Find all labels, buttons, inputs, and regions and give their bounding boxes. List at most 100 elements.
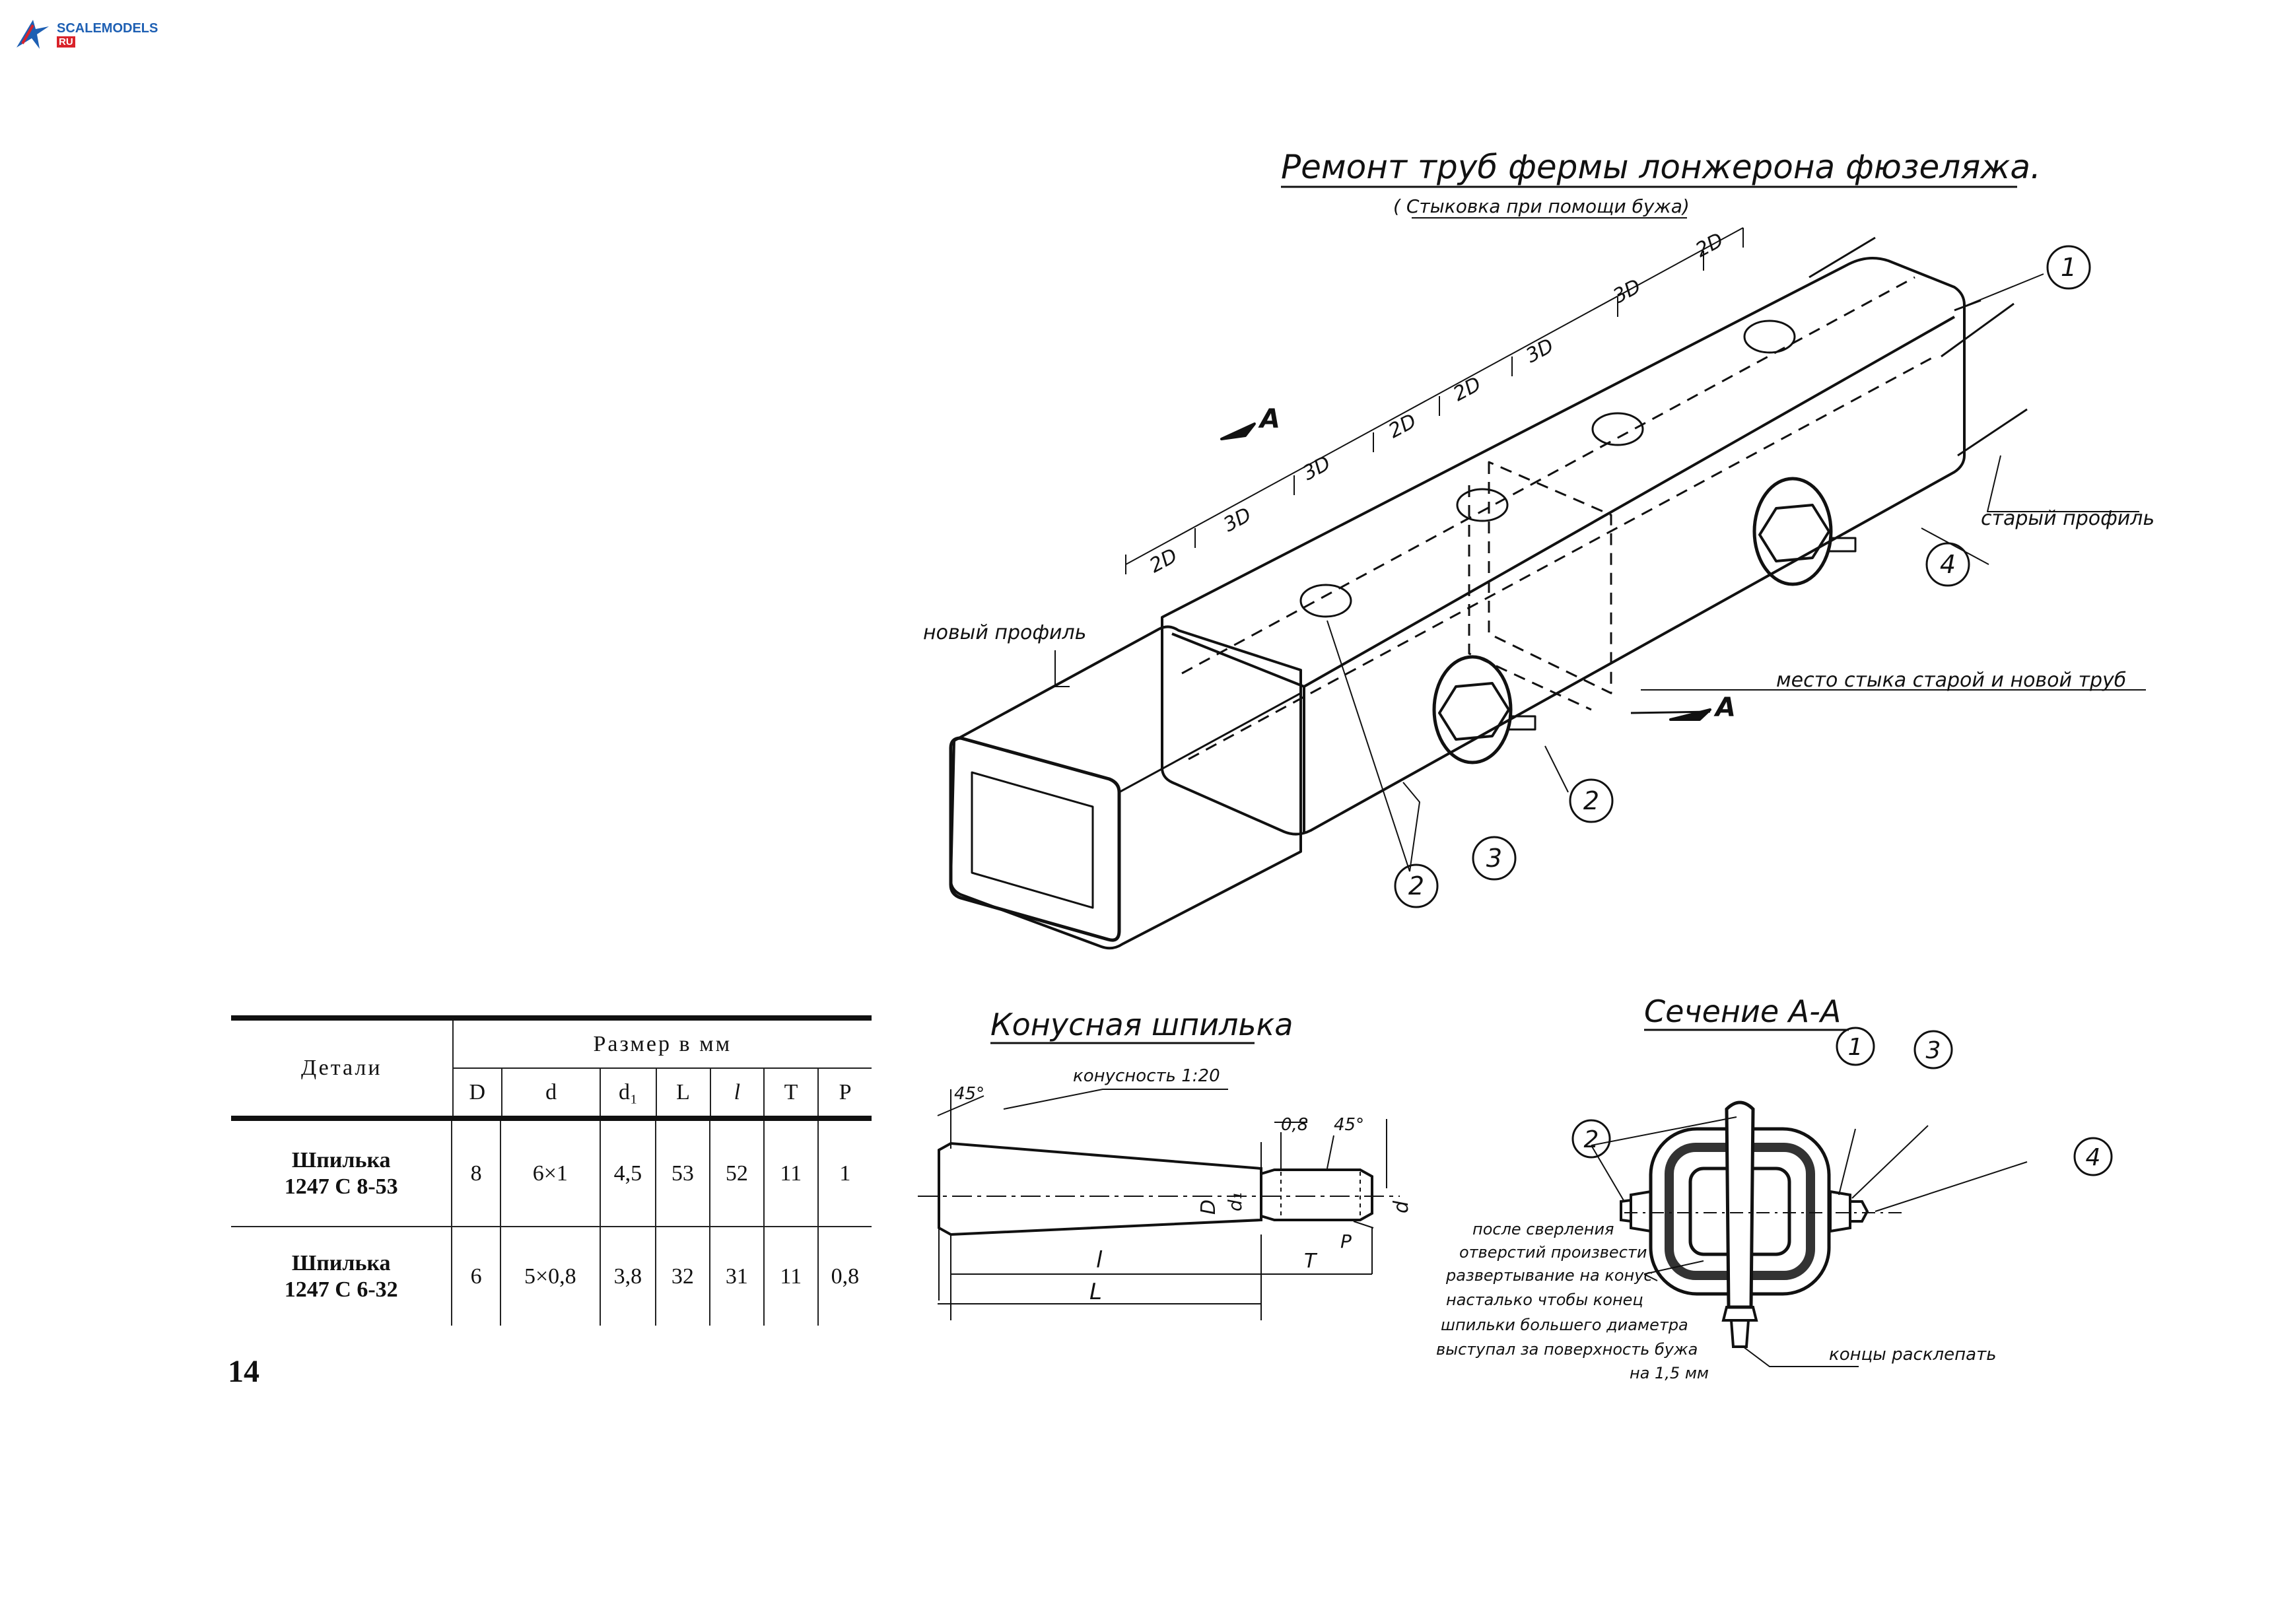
- subheader-P: P: [817, 1068, 872, 1116]
- old-profile-lines: [1809, 236, 2028, 457]
- spec-table-body: Шпилька 1247 С 8-53 8 6×1 4,5 53 52 11 1…: [231, 1121, 872, 1326]
- dim-label-2d-1: 2D: [1146, 544, 1181, 578]
- dim-label-3d-2: 3D: [1299, 452, 1334, 485]
- table-row: Шпилька 1247 С 8-53 8 6×1 4,5 53 52 11 1: [231, 1121, 872, 1227]
- nut-washer-1: [1432, 655, 1513, 764]
- new-profile-front-face: [949, 736, 1121, 942]
- table-row: Шпилька 1247 С 6-32 6 5×0,8 3,8 32 31 11…: [231, 1227, 872, 1326]
- dim-label-3d-4: 3D: [1609, 275, 1645, 308]
- subheader-l: l: [709, 1068, 765, 1116]
- logo-text: SCALEMODELS: [57, 20, 158, 36]
- row1-name-text: Шпилька: [291, 1148, 391, 1173]
- header-size: Размер в мм: [452, 1021, 872, 1069]
- page-number: 14: [228, 1354, 259, 1389]
- row1-d1: 4,5: [599, 1121, 656, 1227]
- row2-code: 1247 С 6-32: [284, 1277, 398, 1302]
- header-parts: Детали: [301, 1056, 382, 1080]
- site-logo[interactable]: SCALEMODELS RU: [13, 15, 158, 54]
- label-joint: место стыка старой и новой труб: [1776, 669, 2126, 692]
- pin-head-2: [1456, 488, 1509, 522]
- callout-2b: 2: [1408, 871, 1424, 900]
- callout-2a: 2: [1583, 786, 1599, 815]
- section-callout-2: 2: [1584, 1126, 1599, 1153]
- dim-label-2d-3: 2D: [1449, 372, 1485, 406]
- section-label-ends: концы расклепать: [1829, 1345, 1997, 1365]
- jet-icon: [17, 20, 49, 49]
- logo-ru-badge: RU: [57, 36, 75, 48]
- main-title: Ремонт труб фермы лонжерона фюзеляжа.: [1281, 148, 2041, 186]
- nut-2: [1758, 504, 1830, 562]
- nut-washer-2: [1752, 477, 1833, 586]
- dimension-chain: [1125, 227, 1744, 565]
- row2-d: 5×0,8: [499, 1227, 600, 1326]
- subheader-L: L: [655, 1068, 710, 1116]
- subheader-d: d: [500, 1068, 601, 1116]
- dim-label-3d-3: 3D: [1522, 334, 1558, 368]
- label-new-profile: новый профиль: [923, 621, 1086, 644]
- pin-dim-l: l: [1096, 1247, 1103, 1273]
- note-line-5: шпильки большего диаметра: [1441, 1316, 1688, 1334]
- pin-dim-P: P: [1340, 1231, 1352, 1252]
- pin-dim-08: 0,8: [1281, 1115, 1308, 1135]
- new-profile-inner: [971, 771, 1094, 909]
- table-top-rule: [231, 1015, 872, 1021]
- callout-circle-3: [1472, 836, 1517, 881]
- pin-dim-D: D: [1197, 1200, 1220, 1215]
- row1-P: 1: [817, 1121, 872, 1227]
- pin-dim-d: d: [1390, 1200, 1413, 1213]
- row1-l: 52: [708, 1121, 764, 1227]
- row2-L: 32: [654, 1227, 710, 1326]
- row1-name: Шпилька 1247 С 8-53: [231, 1121, 452, 1227]
- note-line-2: отверстий произвести: [1459, 1243, 1647, 1262]
- row2-T: 11: [763, 1227, 818, 1326]
- spec-table-wrapper: Детали Размер в мм D d d₁ L l T P Шпильк…: [231, 1015, 872, 1326]
- pin-title: Конусная шпилька: [990, 1007, 1293, 1042]
- label-old-profile: старый профиль: [1981, 507, 2154, 530]
- note-line-4: насталько чтобы конец: [1446, 1291, 1643, 1309]
- callout-circle-2b: [1394, 863, 1439, 908]
- subheader-d1: d₁: [600, 1068, 656, 1116]
- section-callout-4: 4: [2086, 1144, 2101, 1171]
- pin-dim-L: L: [1089, 1279, 1102, 1305]
- row2-l: 31: [708, 1227, 764, 1326]
- section-label-bottom: A: [1713, 693, 1736, 723]
- taper-pin-drawing: Конусная шпилька конусность 1:20 45° 45°…: [918, 1007, 1413, 1320]
- row1-T: 11: [763, 1121, 818, 1227]
- row1-d: 6×1: [499, 1121, 600, 1227]
- note-line-1: после сверления: [1472, 1220, 1614, 1238]
- row1-code: 1247 С 8-53: [284, 1174, 398, 1199]
- row2-D: 6: [451, 1227, 500, 1326]
- pin-body: [938, 1141, 1262, 1236]
- pin-head-1: [1299, 584, 1352, 618]
- row2-name-text: Шпилька: [291, 1251, 391, 1276]
- pin-head-3: [1591, 412, 1644, 446]
- pin-head-4: [1743, 320, 1796, 354]
- pin-angle-left: 45°: [954, 1084, 984, 1104]
- row2-P: 0,8: [817, 1227, 872, 1326]
- callout-4: 4: [1940, 550, 1956, 579]
- dim-label-2d-2: 2D: [1385, 409, 1420, 443]
- table-mid-rule: [231, 1116, 872, 1121]
- section-callout-3: 3: [1926, 1037, 1941, 1064]
- note-line-6: выступал за поверхность бужа: [1436, 1340, 1698, 1359]
- row1-L: 53: [654, 1121, 710, 1227]
- spec-table: Детали Размер в мм D d d₁ L l T P: [231, 1021, 872, 1116]
- section-note: после сверления отверстий произвести раз…: [1436, 1220, 1709, 1382]
- note-line-7: на 1,5 мм: [1630, 1364, 1709, 1382]
- callout-1: 1: [2061, 253, 2077, 282]
- row2-d1: 3,8: [599, 1227, 656, 1326]
- pin-dim-T: T: [1304, 1250, 1318, 1273]
- pin-angle-right: 45°: [1334, 1115, 1364, 1135]
- callout-circle-2a: [1569, 778, 1614, 823]
- section-title: Сечение А-А: [1644, 994, 1841, 1029]
- callout-circle-4: [1925, 542, 1970, 587]
- pin-taper-label: конусность 1:20: [1073, 1066, 1220, 1086]
- section-aa-drawing: Сечение А-А 1 3 2 4 после сверления отве…: [1436, 994, 2113, 1382]
- section-label-top: A: [1258, 404, 1280, 434]
- subheader-D: D: [452, 1068, 502, 1116]
- dim-label-3d-1: 3D: [1220, 503, 1255, 537]
- row1-D: 8: [451, 1121, 500, 1227]
- callout-circle-1: [2046, 245, 2091, 290]
- dim-label-2d-4: 2D: [1692, 228, 1727, 262]
